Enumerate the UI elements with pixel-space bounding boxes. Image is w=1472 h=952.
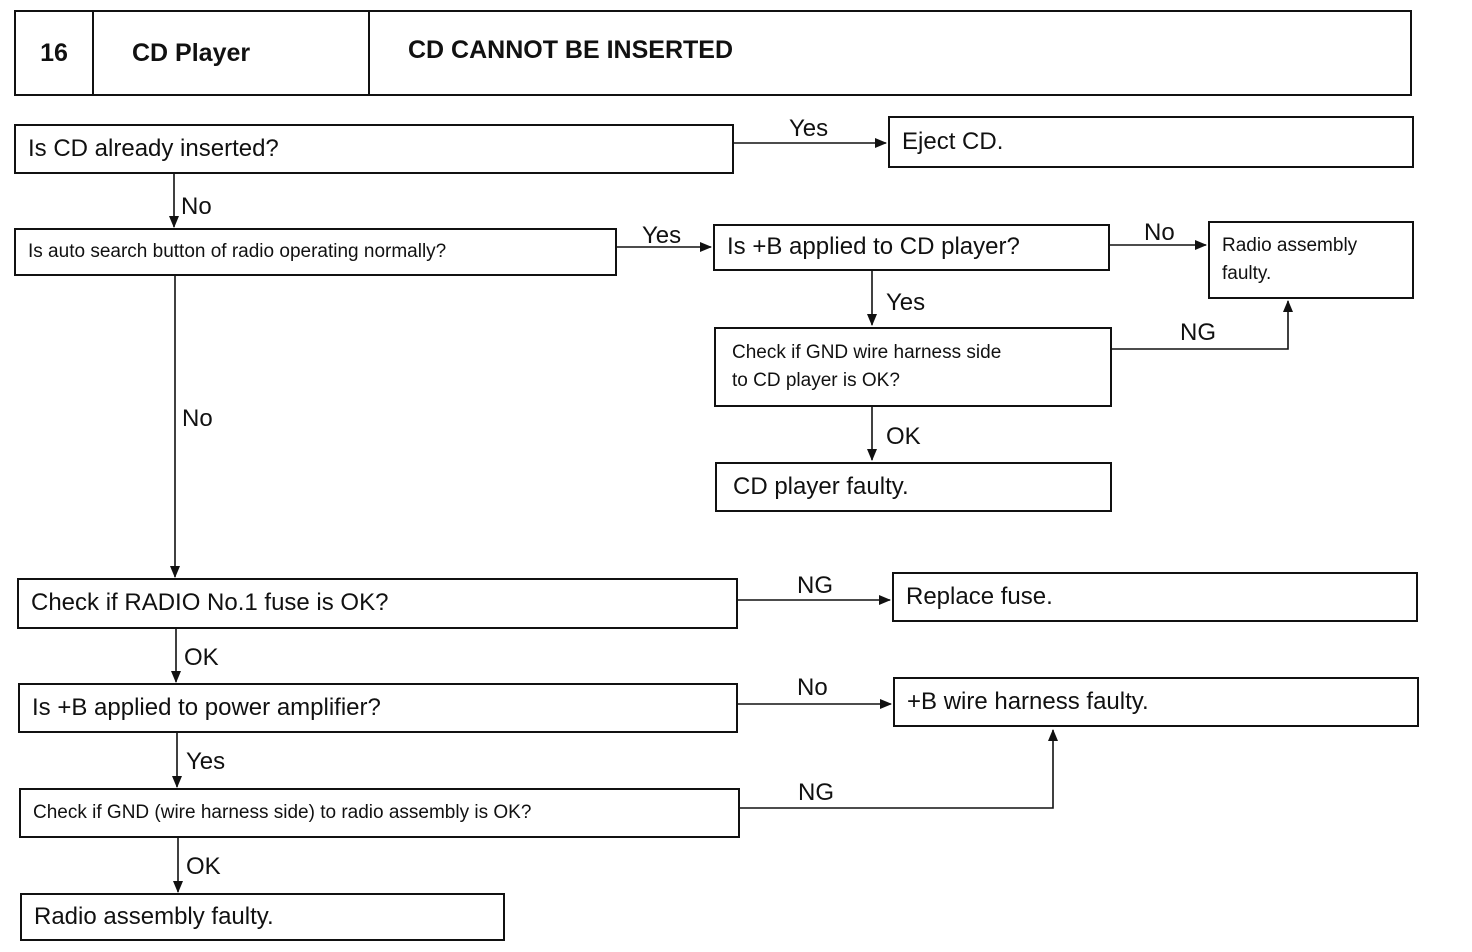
edge-label-ok-fuse: OK [184,644,219,671]
question-gnd-radio-assembly: Check if GND (wire harness side) to radi… [19,788,740,838]
header-table: 16 CD Player CD CANNOT BE INSERTED [14,10,1412,96]
result-cd-player-faulty: CD player faulty. [715,462,1112,512]
edge-label-no-b-amp: No [797,674,828,701]
node-text: Is CD already inserted? [28,134,279,162]
edge-gnd-radio-to-harness [739,729,1058,809]
node-text: CD player faulty. [733,472,909,500]
edge-gnd-cd-to-radio-faulty [1111,300,1293,350]
edge-label-ok-gnd-radio: OK [186,853,221,880]
edge-label-ng-fuse: NG [797,572,833,599]
system-name: CD Player [94,12,370,94]
edge-label-no-radio-faulty: No [1144,219,1175,246]
node-text: Check if GND (wire harness side) to radi… [33,802,532,824]
edge-label-yes-gnd-cd: Yes [886,289,926,316]
edge-label-ng-gnd-radio: NG [798,779,834,806]
question-b-cd-player: Is +B applied to CD player? [713,224,1110,271]
node-text: Eject CD. [902,127,1004,155]
node-text-line-1: Radio assembly [1222,235,1358,257]
node-text: Is +B applied to CD player? [727,233,1020,261]
node-text: Is auto search button of radio operating… [28,241,447,263]
question-cd-inserted: Is CD already inserted? [14,124,734,174]
edge-label-no-fuse: No [182,405,213,432]
edge-label-yes-b-amp: Yes [186,748,226,775]
node-text-line-2: to CD player is OK? [732,370,900,391]
result-b-wire-harness-faulty: +B wire harness faulty. [893,677,1419,727]
section-number: 16 [16,12,94,94]
result-radio-assembly-faulty-2: Radio assembly faulty. [20,893,505,941]
edge-label-no-auto-search: No [181,193,212,220]
node-text: Radio assembly faulty. [34,902,274,930]
node-text-line-2: faulty. [1222,263,1272,284]
edge-label-ng-gnd-cd: NG [1180,319,1216,346]
action-replace-fuse: Replace fuse. [892,572,1418,622]
action-eject-cd: Eject CD. [888,116,1414,168]
question-b-power-amplifier: Is +B applied to power amplifier? [18,683,738,733]
edge-label-ok-cd-faulty: OK [886,423,921,450]
question-auto-search: Is auto search button of radio operating… [14,228,617,276]
node-text: Check if RADIO No.1 fuse is OK? [31,589,389,617]
edge-label-yes-b-cd: Yes [642,222,682,249]
node-text-line-1: Check if GND wire harness side [732,342,1002,364]
node-text: Replace fuse. [906,582,1053,610]
page-title: CD CANNOT BE INSERTED [408,35,734,64]
question-gnd-cd-player: Check if GND wire harness side to CD pla… [714,327,1112,407]
edge-label-yes-eject: Yes [789,115,829,142]
question-radio-fuse: Check if RADIO No.1 fuse is OK? [17,578,738,629]
result-radio-assembly-faulty-1: Radio assembly faulty. [1208,221,1414,299]
node-text: +B wire harness faulty. [907,687,1149,715]
node-text: Is +B applied to power amplifier? [32,693,381,721]
